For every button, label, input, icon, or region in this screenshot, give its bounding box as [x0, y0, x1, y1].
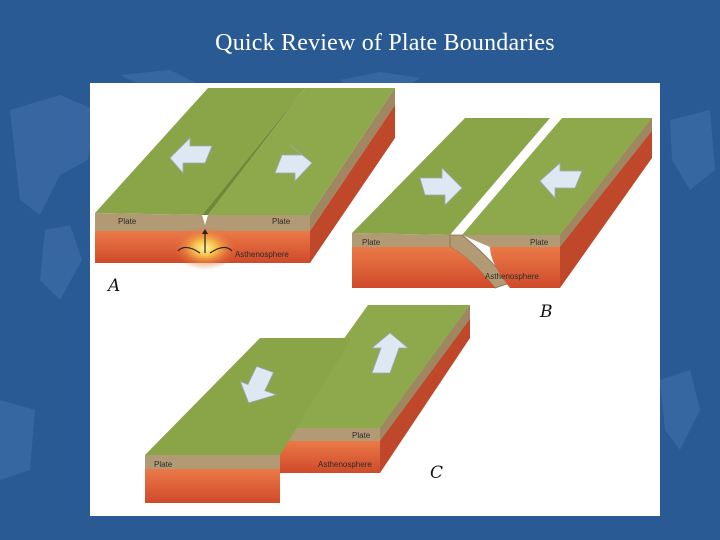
- diagram-c-asthenosphere-label: Asthenosphere: [318, 460, 372, 469]
- diagram-a-plate-side: [95, 213, 310, 231]
- diagram-a-left-arrow-icon: [169, 137, 213, 175]
- slide-title: Quick Review of Plate Boundaries: [215, 30, 555, 56]
- diagram-c-transform-boundary: Plate Plate Asthenosphere C: [145, 305, 470, 503]
- diagram-b-plate-left-label: Plate: [362, 238, 381, 247]
- diagram-panel: Plate Plate Asthenosphere A: [90, 83, 660, 516]
- diagram-a-right-plate-top: [208, 88, 395, 215]
- diagram-c-plate-front-label: Plate: [154, 460, 173, 469]
- diagram-a-divergent-boundary: Plate Plate Asthenosphere A: [95, 88, 395, 296]
- diagram-b-plate-side: [352, 233, 450, 247]
- diagram-b-asthenosphere-label: Asthenosphere: [485, 272, 539, 281]
- diagram-b-convergent-boundary: Plate Plate Asthenosphere B: [352, 118, 652, 322]
- diagram-a-plate-left-label: Plate: [118, 217, 137, 226]
- diagram-a-plate-right-label: Plate: [272, 217, 291, 226]
- diagram-c-down-arrow-icon: [239, 365, 278, 404]
- diagram-a-asthenosphere-label: Asthenosphere: [235, 250, 289, 259]
- diagram-c-letter: C: [430, 463, 443, 483]
- diagram-a-letter: A: [106, 276, 120, 296]
- diagram-b-left-arrow-icon: [539, 162, 583, 200]
- diagram-b-plate-right-label: Plate: [530, 238, 549, 247]
- diagram-b-right-arrow-icon: [419, 167, 463, 206]
- diagram-b-letter: B: [539, 302, 553, 322]
- diagram-c-asthenosphere: [145, 469, 280, 503]
- diagram-b-asthenosphere: [352, 247, 495, 288]
- diagram-c-up-arrow-icon: [370, 332, 410, 374]
- diagram-a-right-arrow-icon: [274, 144, 313, 183]
- diagram-c-plate-back-label: Plate: [352, 431, 371, 440]
